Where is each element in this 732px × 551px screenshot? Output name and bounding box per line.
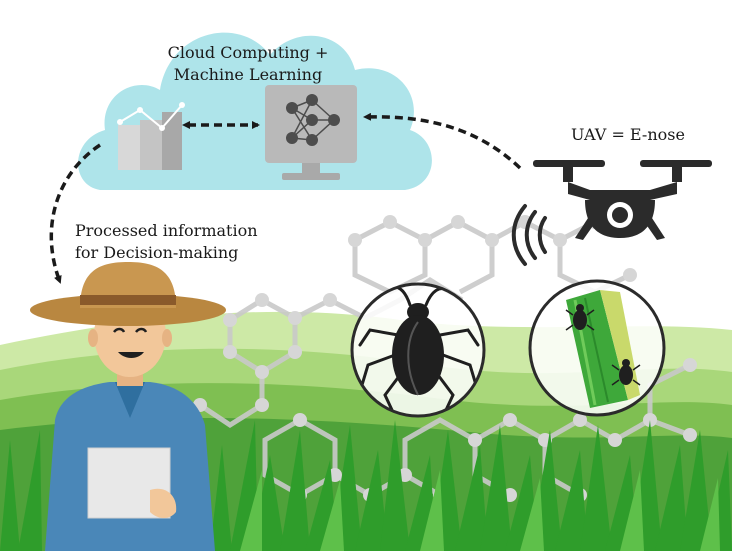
cloud-title-line2: Machine Learning (174, 65, 322, 84)
neural-network-monitor-icon (265, 85, 357, 180)
leaf-lens (528, 279, 666, 417)
cloud-title-line1: Cloud Computing + (168, 43, 329, 62)
cloud-to-farmer-arrow (49, 143, 101, 284)
bar-chart-icon (117, 102, 185, 170)
drone-icon (533, 160, 712, 240)
drone-to-cloud-arrow (363, 112, 522, 170)
info-label-line1: Processed information (75, 221, 258, 240)
grass-highlights (240, 470, 720, 551)
farmer-icon (30, 262, 226, 551)
hat-icon (30, 262, 226, 326)
aphid-icon (358, 285, 480, 412)
signal-waves-icon (511, 204, 547, 266)
uav-label: UAV = E-nose (571, 125, 685, 144)
infested-leaf-icon (565, 290, 641, 408)
info-label-line2: for Decision-making (75, 243, 238, 262)
aphid-lens (350, 282, 486, 418)
volatile-compounds-nodes (193, 215, 697, 532)
